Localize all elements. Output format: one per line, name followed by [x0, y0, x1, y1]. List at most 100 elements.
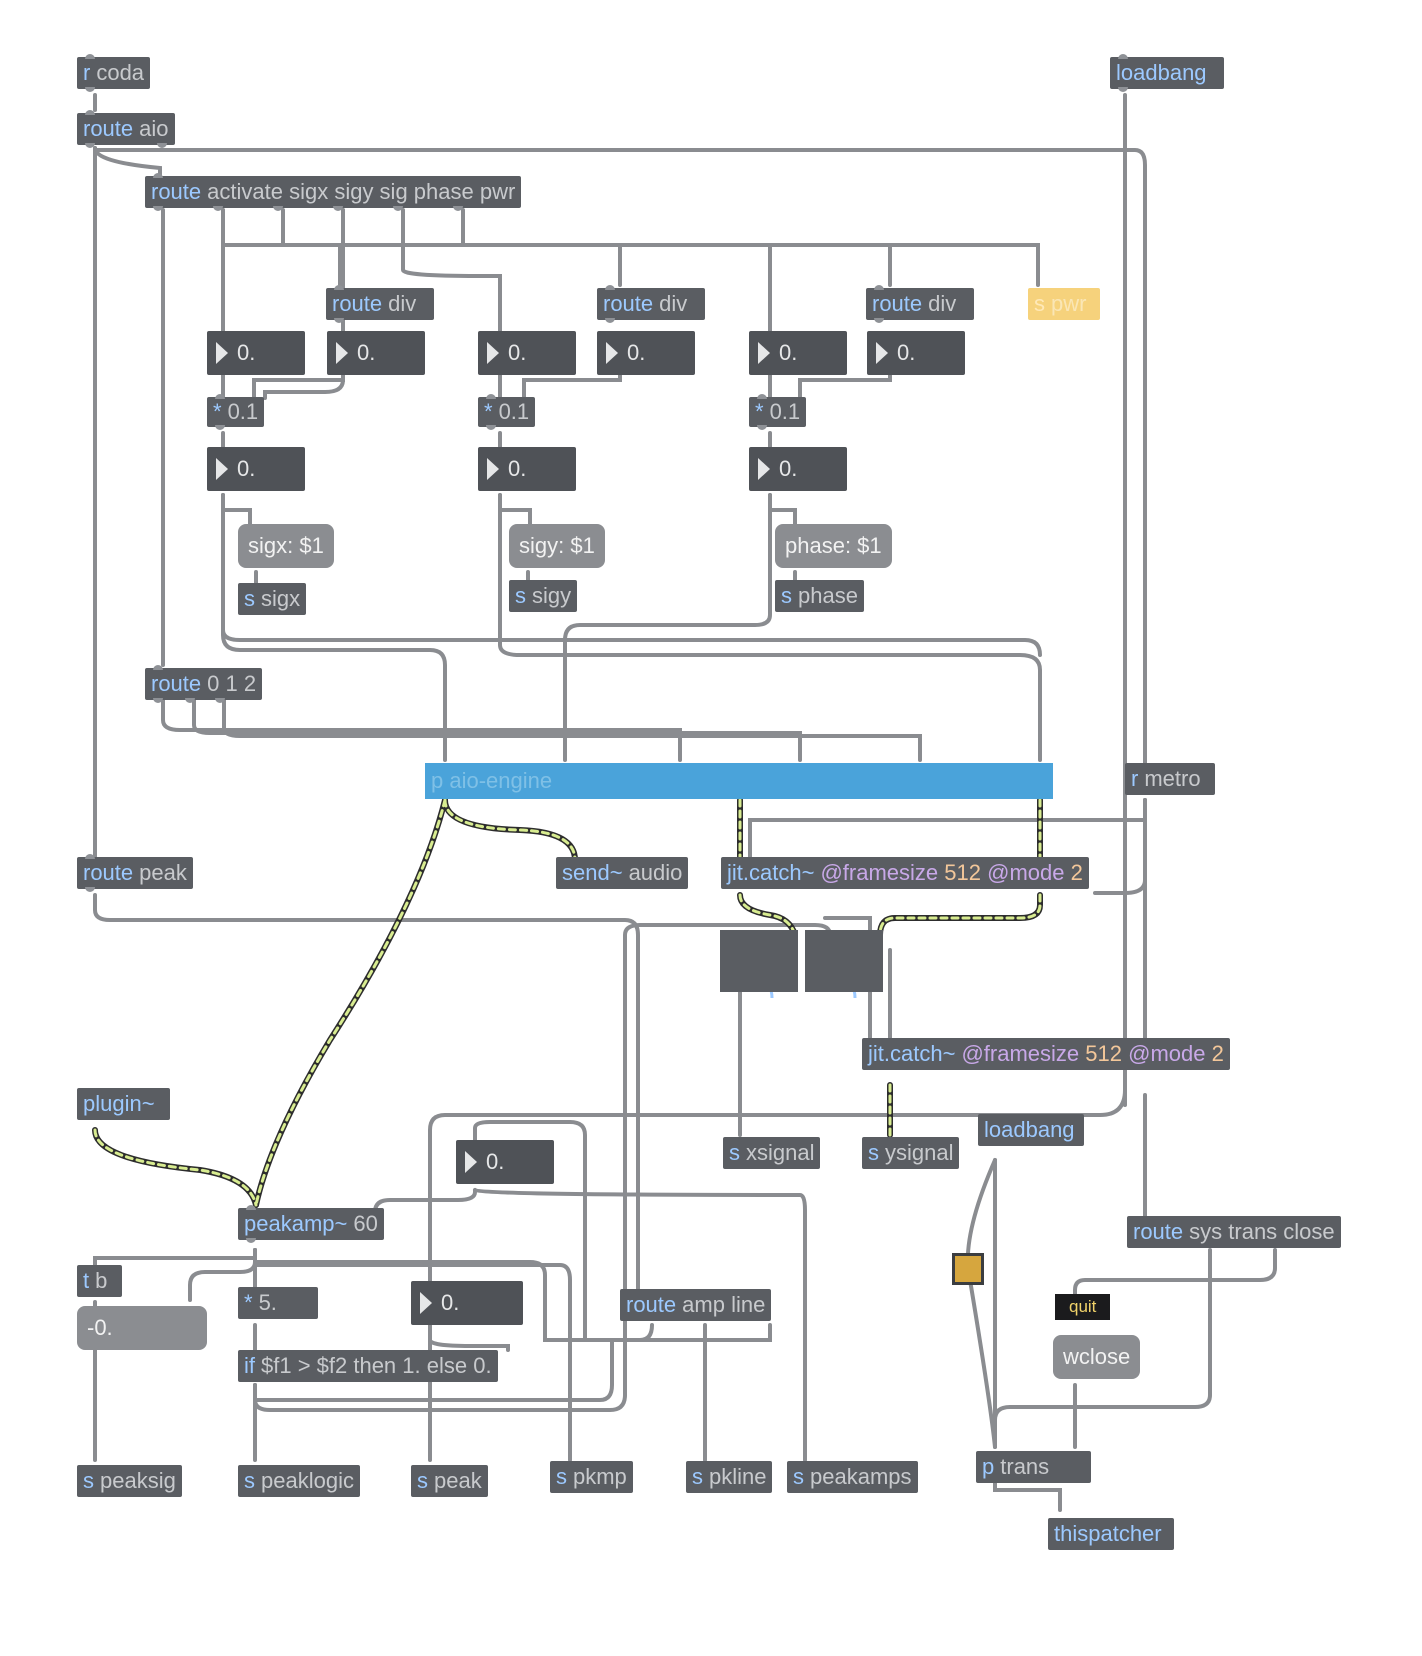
number-box[interactable]: 0. [456, 1140, 554, 1184]
multiply-five-object[interactable]: *5. [238, 1287, 318, 1319]
object-args: div [928, 291, 957, 316]
object-class: route [626, 1292, 677, 1317]
if-object[interactable]: if$f1 > $f2 then 1. else 0. [238, 1350, 498, 1382]
object-args: 0 1 2 [207, 671, 257, 696]
object-class: thispatcher [1054, 1521, 1162, 1546]
object-args: coda [96, 60, 145, 85]
plugin-object[interactable]: plugin~ [77, 1088, 170, 1120]
object-args: peaklogic [261, 1468, 354, 1493]
number-value: 0. [237, 340, 256, 365]
object-class: s [244, 1468, 255, 1493]
multiply-object[interactable]: *0.1 [478, 394, 536, 430]
loadbang-bottom-object[interactable]: loadbang [978, 1114, 1084, 1146]
number-box[interactable]: 0. [867, 331, 965, 375]
wclose-message[interactable]: wclose [1053, 1335, 1141, 1379]
number-box[interactable]: 0. [207, 331, 305, 375]
object-class: s [515, 583, 526, 608]
number-arrow-icon [216, 458, 228, 480]
object-class: route [83, 860, 134, 885]
object-class: r [83, 60, 91, 85]
object-args: xsignal [746, 1140, 815, 1165]
sigy-message[interactable]: sigy: $1 [509, 524, 605, 568]
object-args: aio-engine [449, 768, 553, 793]
number-value: 0. [897, 340, 916, 365]
multiply-object[interactable]: *0.1 [749, 394, 807, 430]
object-args: sys trans close [1189, 1219, 1335, 1244]
attr-value: 512 [1085, 1041, 1122, 1066]
number-box[interactable]: 0. [597, 331, 695, 375]
sigx-message[interactable]: sigx: $1 [238, 524, 334, 568]
object-args: audio [628, 860, 683, 885]
number-box[interactable]: 0. [207, 447, 305, 491]
number-box[interactable]: 0. [478, 331, 576, 375]
number-box[interactable]: 0. [749, 447, 847, 491]
number-arrow-icon [487, 342, 499, 364]
send-audio-object[interactable]: send~audio [556, 857, 689, 889]
object-args: phase [798, 583, 858, 608]
number-value: 0. [441, 1290, 460, 1315]
object-class: jit.catch~ [868, 1041, 956, 1066]
object-class: s [556, 1464, 567, 1489]
peakamp-object[interactable]: peakamp~60 [238, 1205, 384, 1243]
number-value: 0. [508, 456, 527, 481]
number-arrow-icon [606, 342, 618, 364]
number-box[interactable]: 0. [749, 331, 847, 375]
number-value: 0. [357, 340, 376, 365]
object-class: t [83, 1268, 90, 1293]
thispatcher-object[interactable]: thispatcher [1048, 1518, 1174, 1550]
object-class: route [151, 671, 202, 696]
object-args: $f1 > $f2 then 1. else 0. [261, 1353, 492, 1378]
object-args: pkline [709, 1464, 767, 1489]
toggle-checkbox[interactable] [952, 1253, 984, 1285]
object-class: s [729, 1140, 740, 1165]
number-box[interactable]: 0. [411, 1281, 523, 1325]
number-arrow-icon [758, 458, 770, 480]
number-box[interactable]: 0. [478, 447, 576, 491]
aio-engine-subpatcher[interactable]: p aio-engine [425, 763, 1053, 799]
signal-splitter-2[interactable] [805, 930, 883, 992]
signal-splitter-1[interactable] [720, 930, 798, 992]
multiply-object[interactable]: *0.1 [207, 394, 265, 430]
object-args: peakamps [810, 1464, 912, 1489]
peak-value-message[interactable]: -0. [77, 1306, 207, 1350]
object-class: s [244, 586, 255, 611]
attr-name: @framesize [961, 1041, 1080, 1066]
object-class: loadbang [1116, 60, 1207, 85]
phase-message[interactable]: phase: $1 [775, 524, 892, 568]
object-args: activate sigx sigy sig phase pwr [207, 179, 516, 204]
number-box[interactable]: 0. [327, 331, 425, 375]
jit-catch-1-object[interactable]: jit.catch~@framesize 512 @mode 2 [721, 857, 1089, 889]
object-args: trans [1000, 1454, 1050, 1479]
jit-catch-2-object[interactable]: jit.catch~@framesize 512 @mode 2 [862, 1038, 1230, 1070]
object-args: peaksig [100, 1468, 176, 1493]
object-args: peak [434, 1468, 482, 1493]
loadbang-top-object[interactable]: loadbang [1110, 54, 1224, 92]
number-arrow-icon [487, 458, 499, 480]
object-class: route [872, 291, 923, 316]
